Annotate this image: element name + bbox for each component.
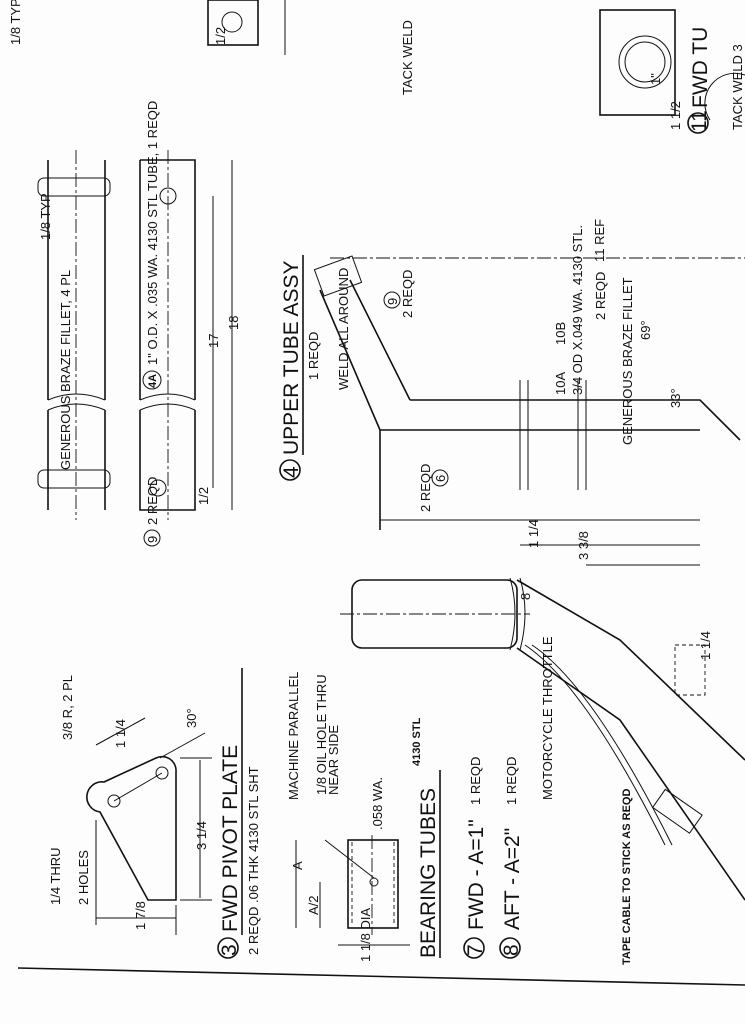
assy-angle-33: 33° — [668, 388, 683, 408]
callout-circle — [279, 459, 301, 481]
fwd-dim-half: 1/2 — [213, 27, 228, 45]
upper-braze-note: GENEROUS BRAZE FILLET, 4 PL — [58, 270, 73, 470]
part-6: 6 — [433, 475, 448, 482]
tube-spec: 1" O.D. X .035 WA. 4130 STL TUBE, 1 REQD — [145, 101, 160, 365]
part-7-number: 7 — [464, 944, 487, 956]
callout-circle — [687, 112, 709, 134]
fwd-dim-1-1-2: 1 1/2 — [668, 101, 683, 130]
upper-dim-typ: 1/8 TYP — [38, 193, 53, 240]
pivot-radius-note: 3/8 R, 2 PL — [60, 675, 75, 740]
part-6-qty: 2 REQD — [418, 464, 433, 512]
fwd-tube-title: FWD TU — [689, 27, 712, 108]
bearing-tubes-title: BEARING TUBES — [417, 788, 440, 958]
tape-note: TAPE CABLE TO STICK AS REQD — [621, 789, 633, 965]
upper-part-9: 9 — [145, 536, 160, 543]
callout-circle — [463, 937, 485, 959]
fwd-dim-typ: 1/8 TYP — [8, 0, 23, 45]
part-8-qty: 1 REQD — [504, 757, 519, 805]
assy-part-9-qty: 2 REQD — [400, 270, 415, 318]
part-10-qty: 2 REQD — [593, 272, 608, 320]
upper-dim-17: 17 — [206, 334, 221, 348]
assy-dim-1-1-4: 1 1/4 — [526, 519, 541, 548]
upper-tube-number: 4 — [280, 466, 303, 478]
part-10a: 10A — [553, 372, 568, 395]
pivot-holes-count: 2 HOLES — [76, 850, 91, 905]
wall-thickness-note: .058 WA. — [370, 777, 385, 830]
pivot-plate-number: 3 — [218, 944, 241, 956]
part-8-number: 8 — [500, 944, 523, 956]
upper-dim-half: 1/2 — [196, 487, 211, 505]
assy-dim-8: 8 — [518, 593, 533, 600]
dim-dia: 1 1/8 DIA — [358, 907, 373, 962]
oil-hole-note: 1/8 OIL HOLE THRU — [314, 674, 329, 795]
stick-drawing — [340, 577, 745, 901]
assembly-drawing — [313, 255, 745, 566]
callout-circle — [383, 291, 401, 309]
bearing-tube-drawing — [295, 835, 410, 946]
dim-a-half: A/2 — [306, 895, 321, 915]
pivot-plate-subtitle: 2 REQD .06 THK 4130 STL SHT — [246, 766, 261, 955]
pivot-plate-drawing — [86, 717, 212, 935]
part-10-spec: 3/4 OD X.049 WA. 4130 STL. — [570, 225, 585, 395]
fwd-tube-drawing — [207, 0, 745, 121]
dim-a: A — [290, 861, 305, 870]
border-line — [17, 967, 745, 986]
callout-circle — [143, 529, 161, 547]
near-side-note: NEAR SIDE — [326, 725, 341, 795]
assy-dim-ref: 11 REF — [592, 219, 607, 262]
pivot-hole-note: 1/4 THRU — [48, 847, 63, 905]
callout-circle — [431, 469, 449, 487]
bearing-tubes-material: 4130 STL — [411, 717, 423, 766]
callout-circle — [499, 937, 521, 959]
pivot-dim-spacing: 1 1/4 — [113, 719, 128, 748]
pivot-dim-angle: 30° — [184, 708, 199, 728]
machine-parallel-note: MACHINE PARALLEL — [286, 672, 301, 800]
pivot-dim-width: 1 7/8 — [133, 901, 148, 930]
assy-braze-note: GENEROUS BRAZE FILLET — [620, 277, 635, 445]
throttle-label: MOTORCYCLE THROTTLE — [540, 636, 555, 800]
part-8-label: AFT - A=2" — [501, 828, 524, 930]
part-10b: 10B — [553, 322, 568, 345]
callout-circle — [217, 937, 239, 959]
callout-circle — [142, 370, 162, 390]
pivot-plate-title: FWD PIVOT PLATE — [219, 745, 242, 932]
upper-tube-title: UPPER TUBE ASSY — [280, 260, 303, 455]
pivot-dim-height: 3 1/4 — [194, 821, 209, 850]
assy-angle-69: 69° — [638, 320, 653, 340]
assy-dim-3-3-8: 3 3/8 — [576, 531, 591, 560]
part-7-label: FWD - A=1" — [465, 819, 488, 930]
part-4a-label: 4A — [147, 374, 159, 388]
assy-part-9: 9 — [385, 298, 400, 305]
stick-dim: 1 1/4 — [698, 631, 713, 660]
upper-tube-drawing — [37, 150, 233, 520]
weld-note: WELD ALL AROUND — [336, 268, 351, 390]
fwd-dim-1in: 1" — [648, 73, 663, 85]
upper-part-9-qty: 2 REQD — [145, 477, 160, 525]
part-7-qty: 1 REQD — [468, 757, 483, 805]
upper-dim-18: 18 — [226, 316, 241, 330]
fwd-tube-number: 11 — [688, 110, 711, 132]
tack-weld-label: TACK WELD — [400, 20, 415, 95]
tack-weld-3-label: TACK WELD 3 — [730, 44, 745, 130]
upper-tube-subtitle: 1 REQD — [306, 332, 321, 380]
